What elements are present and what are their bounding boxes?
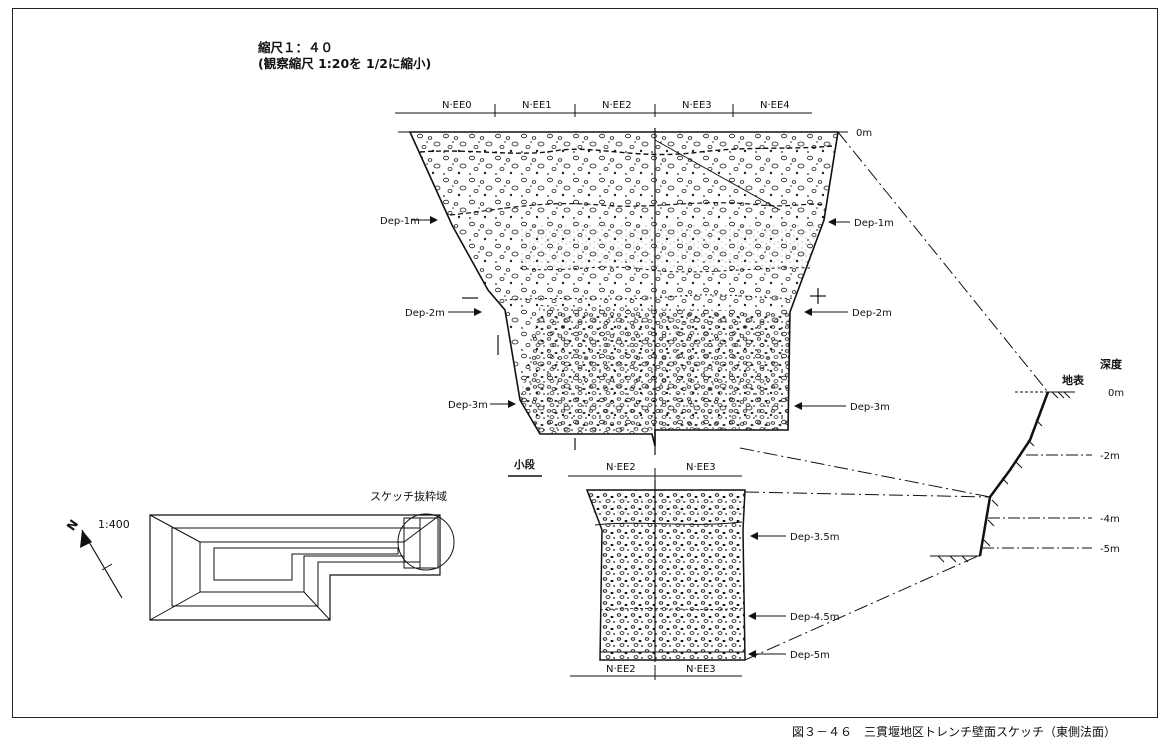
profile-depth-label: -5m <box>1100 544 1120 555</box>
depth-label-right: Dep-3m <box>850 402 890 413</box>
left-depth-markers: Dep-1m Dep-2m Dep-3m <box>380 216 516 411</box>
north-label: N <box>64 517 81 533</box>
trench-wall: 0m <box>398 128 872 455</box>
plan-scale: 1:400 <box>98 518 130 531</box>
section-label: N·EE2 <box>602 100 632 111</box>
step-section-label: N·EE2 <box>606 664 636 675</box>
step-section-label: N·EE2 <box>606 462 636 473</box>
step-depth-label: Dep-3.5m <box>790 532 839 543</box>
profile-depth-label: -2m <box>1100 451 1120 462</box>
profile-depth-label: -4m <box>1100 514 1120 525</box>
surface-depth-label: 0m <box>856 128 872 139</box>
sketch-area-label: スケッチ抜粋域 <box>370 489 447 503</box>
section-label: N·EE4 <box>760 100 790 111</box>
top-section-ruler: N·EE0 N·EE1 N·EE2 N·EE3 N·EE4 <box>395 100 812 117</box>
scale-label: 縮尺１：４０ <box>258 40 334 55</box>
drawing-frame <box>12 8 1158 718</box>
step-section: 小段 N·EE2 N·EE3 N·EE2 N·EE3 Dep-3.5m Dep-… <box>508 458 839 680</box>
step-label: 小段 <box>513 458 535 471</box>
depth-profile: 深度 地表 0m -2m -4m -5m <box>930 357 1124 563</box>
depth-label-right: Dep-1m <box>854 218 894 229</box>
surface-label: 地表 <box>1062 373 1085 387</box>
plan-view: N 1:400 スケッチ抜粋域 <box>64 489 455 621</box>
profile-depth-label: 0m <box>1108 388 1124 399</box>
section-label: N·EE0 <box>442 100 472 111</box>
step-depth-label: Dep-5m <box>790 650 830 661</box>
connector-lines <box>739 131 1049 661</box>
section-label: N·EE1 <box>522 100 552 111</box>
depth-label-left: Dep-1m <box>380 216 420 227</box>
section-label: N·EE3 <box>682 100 712 111</box>
depth-label-left: Dep-2m <box>405 308 445 319</box>
depth-label-right: Dep-2m <box>852 308 892 319</box>
step-depth-label: Dep-4.5m <box>790 612 839 623</box>
figure-caption: 図３－４６ 三貫堰地区トレンチ壁面スケッチ（東側法面） <box>792 725 1117 739</box>
scale-note: (観察縮尺 1:20を 1/2に縮小) <box>258 56 432 71</box>
step-section-label: N·EE3 <box>686 664 716 675</box>
right-depth-markers: Dep-1m Dep-2m Dep-3m <box>794 218 894 413</box>
step-section-label: N·EE3 <box>686 462 716 473</box>
depth-label-left: Dep-3m <box>448 400 488 411</box>
profile-title: 深度 <box>1100 357 1123 371</box>
